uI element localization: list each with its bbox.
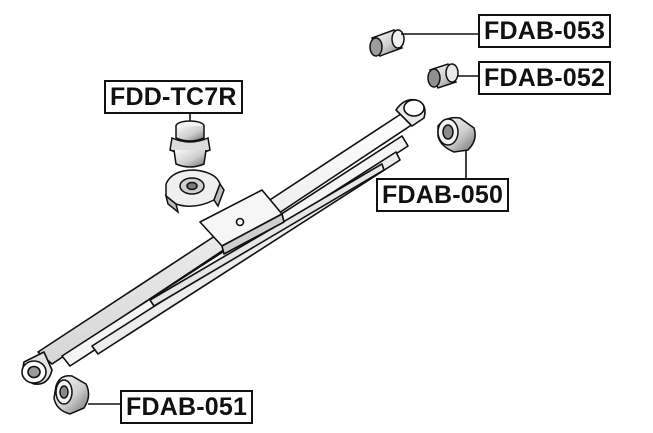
label-fdab-053: FDAB-053 <box>478 14 612 48</box>
label-fdab-052: FDAB-052 <box>478 61 612 95</box>
fdab-052-bushing <box>427 63 480 89</box>
fdab-051-bushing <box>53 374 120 415</box>
label-fdab-051: FDAB-051 <box>120 390 254 424</box>
label-fdab-050: FDAB-050 <box>376 178 510 212</box>
label-fdd-tc7r: FDD-TC7R <box>104 80 243 114</box>
fdab-050-bushing <box>437 116 476 178</box>
leaf-spring <box>21 98 426 386</box>
fdab-053-bushing <box>369 29 478 57</box>
fdd-tc7r-bump-stop <box>164 112 225 214</box>
